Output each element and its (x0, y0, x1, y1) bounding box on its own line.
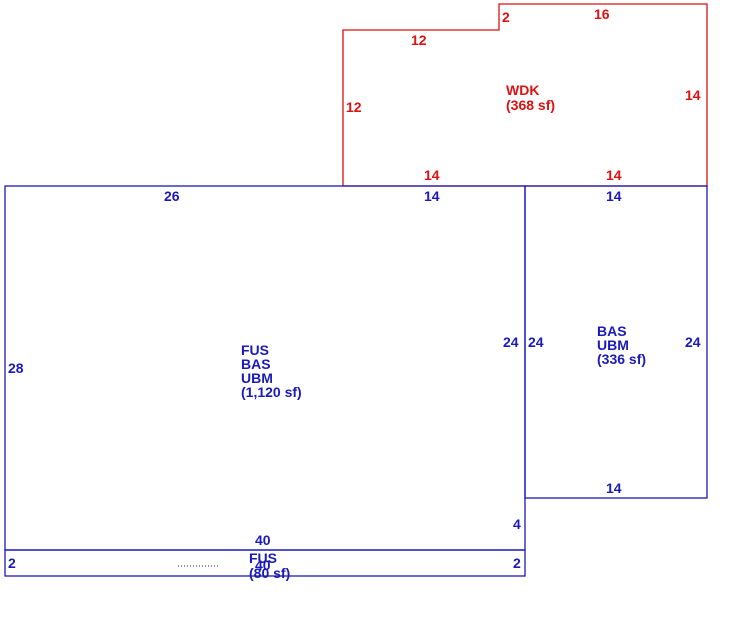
main-code-bas: BAS (241, 356, 271, 372)
wdk-code-label: WDK (506, 82, 539, 98)
wdk-dim-left: 12 (346, 99, 362, 115)
strip-area-outline (4, 549, 526, 577)
east-dim-left: 24 (528, 334, 544, 350)
main-dim-top-left: 26 (164, 188, 180, 204)
wdk-dim-bottom-left: 14 (424, 167, 440, 183)
main-dim-left: 28 (8, 360, 24, 376)
strip-code-label: FUS (249, 550, 277, 566)
wdk-dim-top-left: 12 (411, 32, 427, 48)
east-area-outline (524, 185, 708, 499)
main-code-fus: FUS (241, 342, 269, 358)
main-dim-top-right: 14 (424, 188, 440, 204)
east-code-bas: BAS (597, 323, 627, 339)
east-dim-top: 14 (606, 188, 622, 204)
main-code-ubm: UBM (241, 370, 273, 386)
east-dim-right: 24 (685, 334, 701, 350)
main-dim-bottom: 40 (255, 532, 271, 548)
main-dim-right: 24 (503, 334, 519, 350)
wdk-area-label: (368 sf) (506, 97, 555, 113)
strip-dim-left: 2 (8, 555, 16, 571)
main-area-label: (1,120 sf) (241, 384, 302, 400)
east-area-label: (336 sf) (597, 351, 646, 367)
strip-area-label: (80 sf) (249, 565, 290, 581)
east-dim-bottom: 14 (606, 480, 622, 496)
wdk-dim-right: 14 (685, 87, 701, 103)
main-dim-right-lower: 4 (513, 516, 521, 532)
strip-overlap-value: 40 (255, 557, 271, 573)
wdk-dim-bottom-right: 14 (606, 167, 622, 183)
wdk-dim-left-step: 2 (502, 9, 510, 25)
strip-dim-right: 2 (513, 555, 521, 571)
wdk-dim-top-right: 16 (594, 6, 610, 22)
east-code-ubm: UBM (597, 337, 629, 353)
